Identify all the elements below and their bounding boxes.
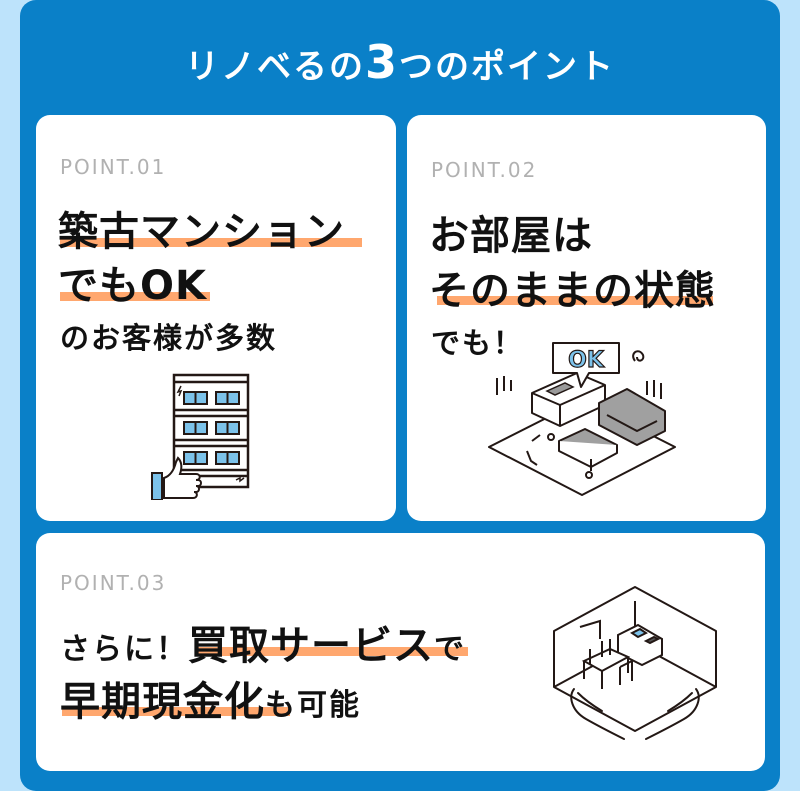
subline: のお客様が多数 <box>60 321 278 355</box>
table-icon <box>558 428 618 471</box>
headline-pre: さらに！ <box>60 632 188 667</box>
point-label: POINT.02 <box>431 158 538 182</box>
headline-line-2: そのままの状態 <box>429 268 716 314</box>
title-number: 3 <box>364 35 399 89</box>
svg-text:OK: OK <box>568 348 605 373</box>
point-label: POINT.03 <box>60 571 167 595</box>
headline-post: で <box>434 632 466 667</box>
point-card-1: POINT.01 築古マンション でもOK のお客様が多数 <box>36 115 396 521</box>
point-label: POINT.01 <box>60 155 167 179</box>
headline-line-2: でもOK <box>58 263 207 309</box>
headline-highlight: 早期現金化 <box>60 679 265 725</box>
ok-speech-bubble: OK <box>552 342 620 388</box>
highlight-bar <box>62 707 290 716</box>
sofa-icon <box>598 388 666 446</box>
highlight-bar <box>60 238 362 247</box>
messy-room-icon: OK <box>488 342 676 496</box>
highlight-bar <box>437 296 713 305</box>
headline-line-1: お部屋は <box>429 213 593 259</box>
highlight-bar <box>198 647 468 656</box>
section-title: リノベるの3つのポイント <box>20 32 780 97</box>
headline-line-2: 早期現金化も可能 <box>60 669 361 727</box>
headline-highlight: 買取サービス <box>188 623 434 669</box>
point-card-3: POINT.03 さらに！買取サービスで 早期現金化も可能 <box>36 533 765 771</box>
highlight-bar <box>60 292 210 301</box>
point-card-2: POINT.02 お部屋は そのままの状態 でも！ <box>407 115 766 521</box>
headline-line-1: 築古マンション <box>58 209 345 255</box>
room-in-hands-icon <box>553 586 717 740</box>
title-pre: リノベるの <box>184 47 365 87</box>
subline: でも！ <box>431 326 525 360</box>
headline-line-1: さらに！買取サービスで <box>60 613 466 671</box>
hands-icon <box>570 688 700 740</box>
apartment-building-icon <box>151 373 250 500</box>
thumbs-up-icon <box>151 456 202 500</box>
title-post: つのポイント <box>399 47 615 87</box>
headline-post: も可能 <box>265 688 361 723</box>
